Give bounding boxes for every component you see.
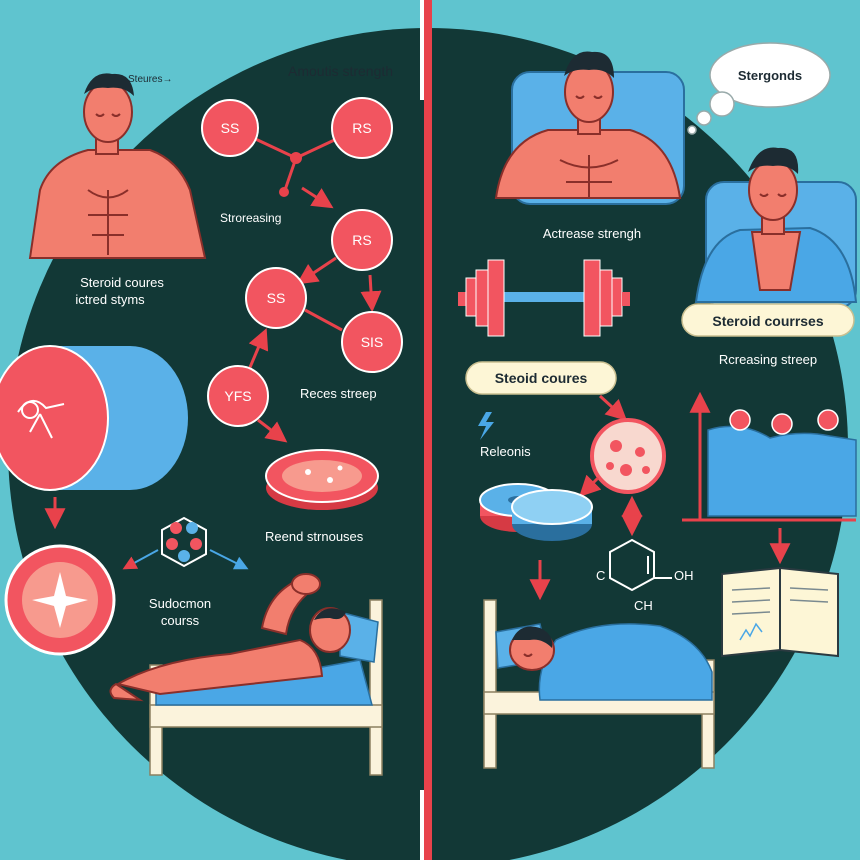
svg-text:SIS: SIS — [361, 334, 384, 350]
arrow-to-rs-2 — [301, 186, 334, 209]
thought-bubble: Stergonds — [687, 42, 831, 135]
growth-chart — [682, 391, 857, 522]
node-sis: SIS — [341, 311, 403, 373]
arrow-cell-to-pills — [579, 474, 602, 497]
muscular-man-figure — [28, 73, 207, 259]
left-caption-line-1: Steroid coures — [80, 275, 164, 290]
arrow-rs2-to-ss2 — [296, 256, 337, 285]
label-steoid-coures: Steoid coures — [495, 370, 588, 386]
center-divider-red — [424, 0, 432, 860]
open-book-icon — [721, 566, 839, 658]
left-title: Amoutis strength — [288, 63, 393, 79]
man-with-blanket — [694, 147, 858, 309]
lightning-icon — [478, 412, 494, 440]
chemical-structure: C OH CH — [596, 538, 694, 613]
label-steoid-coures-tag: Steoid coures — [465, 361, 617, 395]
svg-text:SS: SS — [221, 120, 240, 136]
svg-text:RS: RS — [352, 232, 371, 248]
left-top-label: Steures→ — [128, 74, 172, 85]
left-caption-line-2: ictred styms — [75, 292, 145, 307]
label-reend-strnouses: Reend strnouses — [265, 529, 364, 544]
svg-text:RS: RS — [352, 120, 371, 136]
chem-ch: CH — [634, 598, 653, 613]
node-network: SS RS RS SS SIS YFS — [201, 97, 403, 443]
reclining-muscular-man — [109, 573, 351, 702]
node-rs-1: RS — [331, 97, 393, 159]
thought-bubble-text: Stergonds — [738, 68, 802, 83]
label-actrease-strengh: Actrease strengh — [543, 226, 641, 241]
arrow-rs2-to-sis — [360, 274, 382, 313]
node-rs-2: RS — [331, 209, 393, 271]
molecule-icon — [122, 516, 249, 570]
chem-oh: OH — [674, 568, 694, 583]
node-yfs: YFS — [207, 365, 269, 427]
flower-cell-circle — [4, 544, 116, 656]
label-reces-streep: Reces streep — [300, 386, 377, 401]
red-tissue-disc — [265, 449, 379, 510]
man-in-chair-top — [494, 51, 685, 205]
node-ss-1: SS — [201, 99, 259, 157]
dumbbell-icon — [458, 259, 630, 337]
label-steroid-courrses: Steroid courrses — [712, 313, 823, 329]
center-divider-white — [420, 0, 424, 100]
label-sudocmon-line-1: Sudocmon — [149, 596, 211, 611]
pill-cylinder — [0, 345, 188, 491]
svg-text:SS: SS — [267, 290, 286, 306]
arrow-yfs-to-ss2 — [246, 328, 269, 373]
label-steroid-courrses-tag: Steroid courrses — [681, 303, 855, 337]
label-releonis: Releonis — [480, 444, 531, 459]
chem-c: C — [596, 568, 605, 583]
pill-discs — [479, 483, 593, 541]
arrow-yfs-to-disc — [257, 418, 288, 443]
label-stroreasing: Stroreasing — [220, 211, 281, 225]
arrow-tag-to-cell — [598, 394, 628, 421]
node-ss-2: SS — [245, 267, 307, 329]
sleeping-man-head — [509, 626, 555, 671]
svg-text:YFS: YFS — [224, 388, 251, 404]
cell-sample-circle — [590, 418, 666, 494]
label-sudocmon-line-2: courss — [161, 613, 200, 628]
center-divider-white-bottom — [420, 790, 424, 860]
label-rcreasing-streep: Rcreasing streep — [719, 352, 817, 367]
